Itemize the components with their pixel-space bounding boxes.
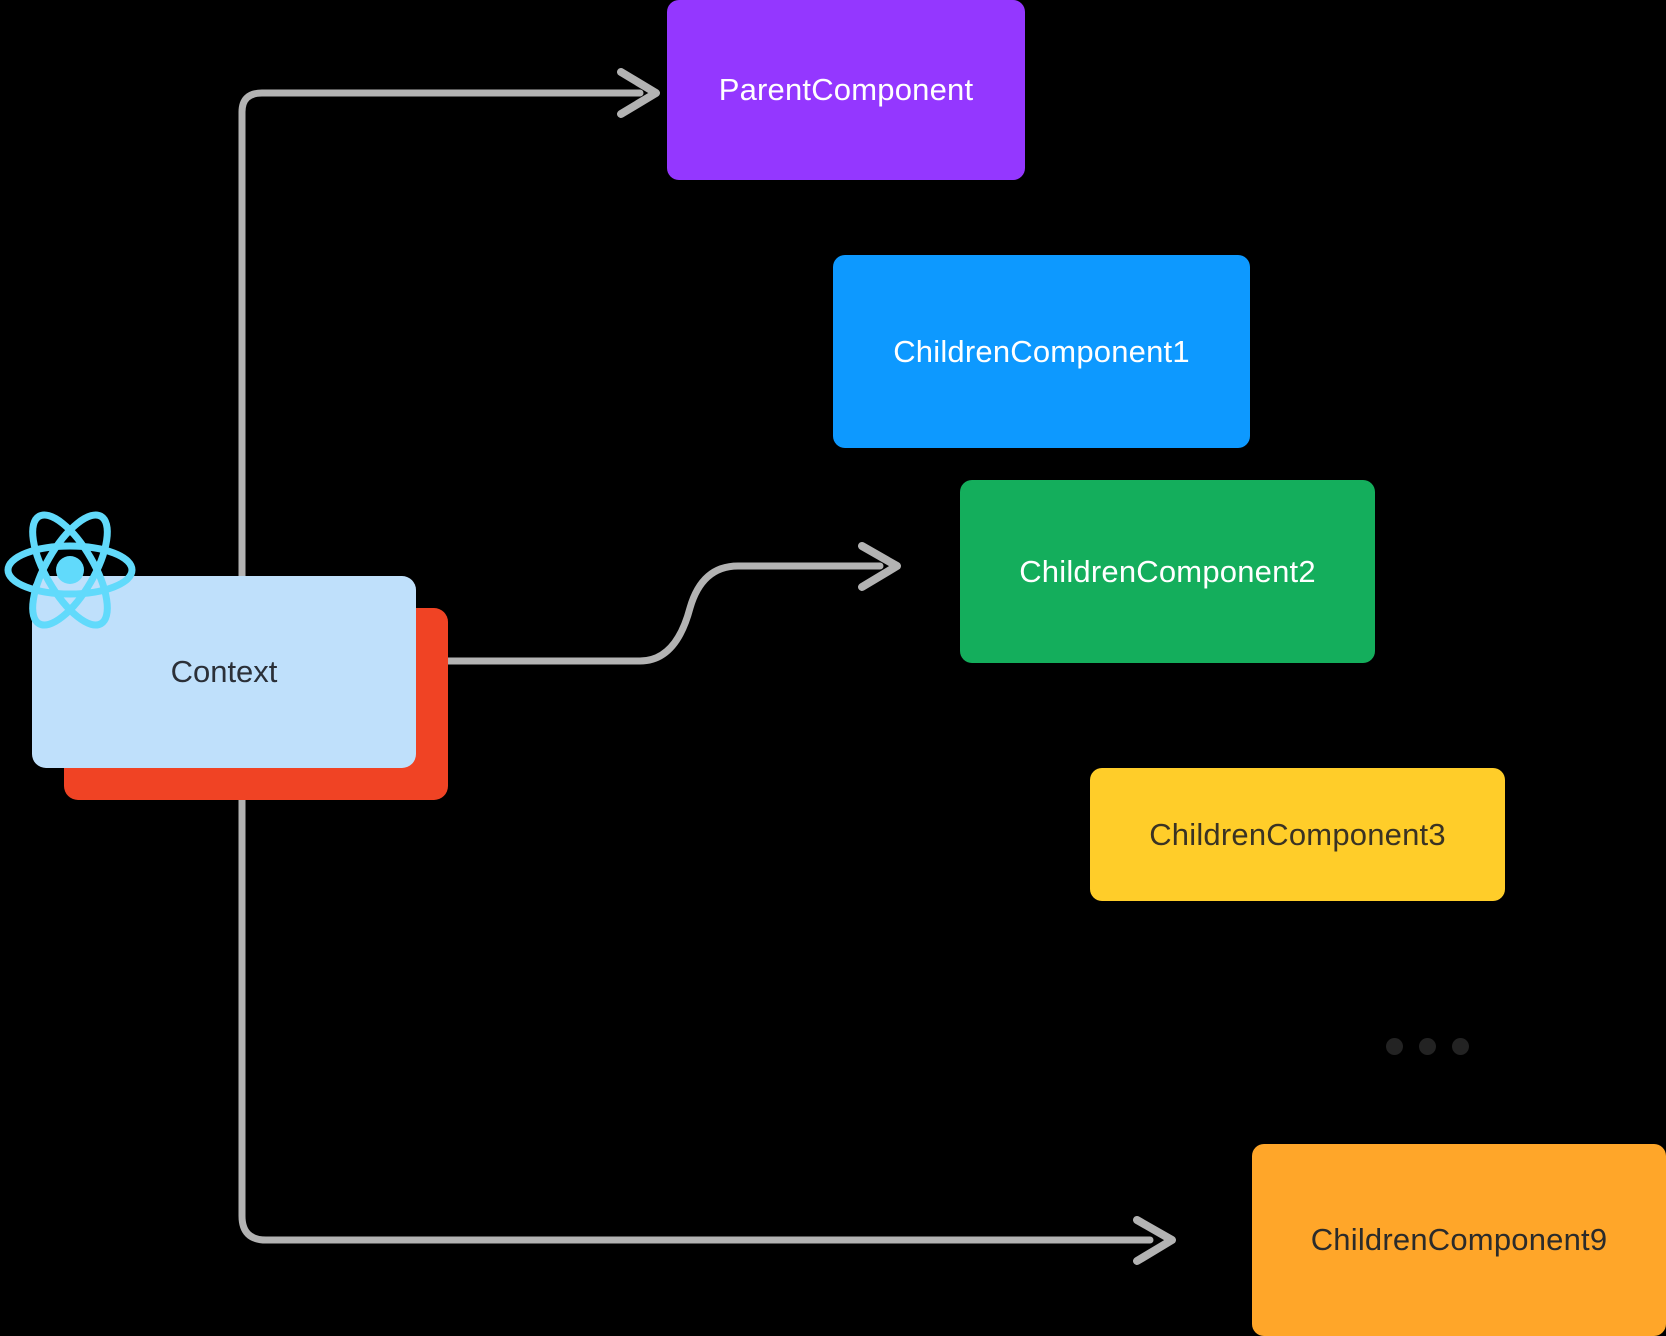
node-label: ChildrenComponent3	[1149, 816, 1446, 852]
node-children-component-1[interactable]: ChildrenComponent1	[833, 255, 1250, 448]
arrowhead-child9	[1133, 1216, 1176, 1265]
ellipsis-dots	[1386, 1038, 1469, 1055]
node-label: ChildrenComponent9	[1310, 1222, 1608, 1258]
arrowhead-child2	[858, 542, 901, 591]
context-node-label: Context	[170, 654, 278, 689]
node-label: ChildrenComponent1	[893, 333, 1190, 369]
node-parent-component[interactable]: ParentComponent	[667, 0, 1025, 180]
react-atom-icon	[4, 511, 136, 629]
node-children-component-2[interactable]: ChildrenComponent2	[960, 480, 1375, 663]
node-children-component-9[interactable]: ChildrenComponent9	[1252, 1144, 1666, 1336]
ellipsis-dot	[1452, 1038, 1469, 1055]
node-label: ParentComponent	[718, 72, 974, 108]
context-node[interactable]: Context	[32, 576, 416, 768]
ellipsis-dot	[1419, 1038, 1436, 1055]
node-label: ChildrenComponent2	[1019, 553, 1316, 589]
node-children-component-3[interactable]: ChildrenComponent3	[1090, 768, 1505, 901]
edge-context-to-child2	[419, 562, 884, 665]
arrowhead-parent	[617, 68, 660, 118]
edge-context-to-child9	[238, 751, 1154, 1244]
ellipsis-dot	[1386, 1038, 1403, 1055]
